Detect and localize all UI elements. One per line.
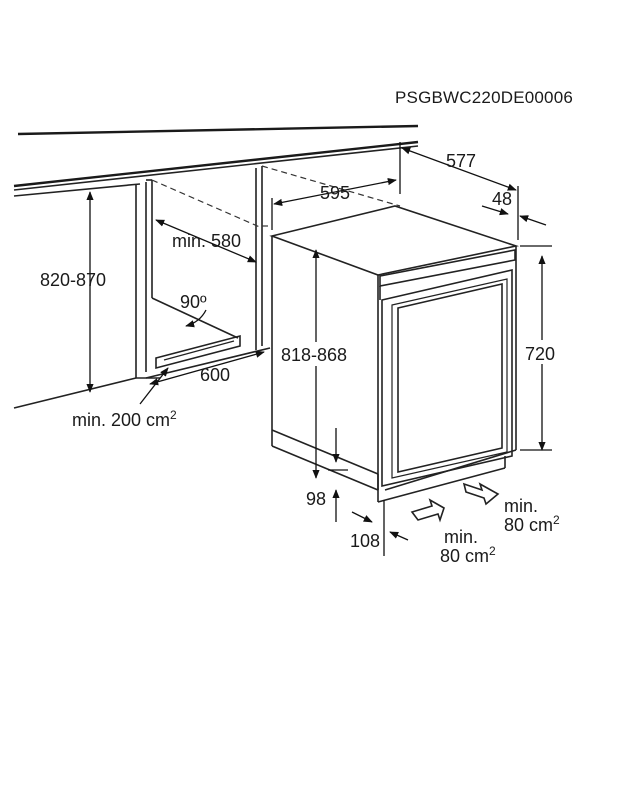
plinth-vent-label: min. 200 cm2 xyxy=(72,408,177,430)
dim-720-label: 720 xyxy=(525,344,555,364)
dim-595-label: 595 xyxy=(320,183,350,203)
dim-108 xyxy=(351,500,409,556)
dim-595 xyxy=(271,178,397,230)
dim-720-label-bg xyxy=(524,340,560,364)
air-exhaust-label: min. xyxy=(504,496,538,516)
dim-818-868-label-bg xyxy=(280,342,358,366)
appliance-body xyxy=(269,205,520,503)
air-exhaust-label-2: 80 cm2 xyxy=(504,513,560,535)
dim-min-580 xyxy=(155,219,257,263)
dim-577-label: 577 xyxy=(446,151,476,171)
dim-818-868-label: 818-868 xyxy=(281,345,347,365)
plinth-vent-leader xyxy=(139,367,169,405)
dim-577 xyxy=(399,142,519,240)
air-intake-arrow xyxy=(410,498,445,523)
dim-600 xyxy=(149,350,265,386)
dim-48-label: 48 xyxy=(492,189,512,209)
air-intake-label: min. xyxy=(444,527,478,547)
dim-108-label: 108 xyxy=(350,531,380,551)
model-code: PSGBWC220DE00006 xyxy=(395,88,573,107)
air-intake-label-2: 80 cm2 xyxy=(440,544,496,566)
dim-98-label: 98 xyxy=(306,489,326,509)
dim-min-580-label: min. 580 xyxy=(172,231,241,251)
air-exhaust-arrow xyxy=(462,482,500,506)
dim-48 xyxy=(481,205,547,226)
plinth-vent xyxy=(155,334,241,370)
dim-98 xyxy=(328,428,348,522)
angle-90 xyxy=(185,309,207,328)
countertop xyxy=(13,124,419,197)
dim-820-870-label: 820-870 xyxy=(40,270,106,290)
angle-90-label: 90º xyxy=(180,292,207,312)
dim-600-label: 600 xyxy=(200,365,230,385)
